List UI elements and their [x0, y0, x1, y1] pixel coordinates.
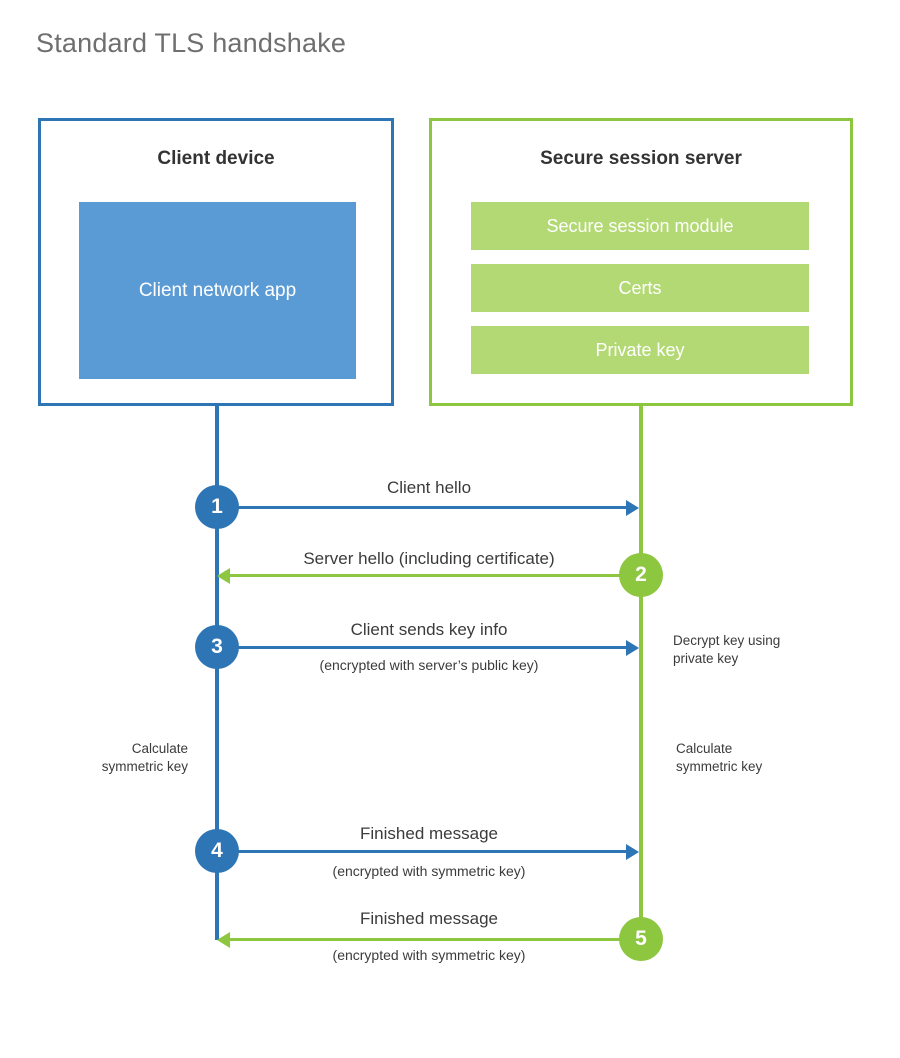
server-decrypt-note: Decrypt key using private key: [673, 632, 843, 668]
step-1-arrow-head: [626, 499, 639, 516]
step-2-bubble: 2: [619, 553, 663, 597]
server-block-private-key: Private key: [471, 326, 809, 374]
server-block-secure-session-module: Secure session module: [471, 202, 809, 250]
step-5-arrow-line: [230, 938, 641, 941]
page-title: Standard TLS handshake: [36, 28, 347, 58]
client-calc-note-line-1: Calculate: [131, 741, 188, 756]
server-block-certs: Certs: [471, 264, 809, 312]
step-2-arrow-line: [230, 574, 641, 577]
step-1-bubble: 1: [195, 485, 239, 529]
step-5-label: Finished message: [360, 909, 498, 928]
step-2-label: Server hello (including certificate): [303, 549, 555, 568]
step-1-arrow-line: [217, 506, 626, 509]
server-component-list: Secure session module Certs Private key: [471, 202, 809, 374]
step-4-sublabel: (encrypted with symmetric key): [332, 863, 526, 879]
client-network-app-block: Client network app: [79, 202, 356, 379]
server-calculate-symmetric-key-note: Calculate symmetric key: [676, 740, 846, 776]
client-lifeline: [215, 406, 219, 940]
step-3-bubble: 3: [195, 625, 239, 669]
client-calculate-symmetric-key-note: Calculate symmetric key: [40, 740, 188, 776]
client-device-title: Client device: [157, 148, 275, 169]
server-calc-note-line-2: symmetric key: [676, 759, 763, 775]
client-device-box: Client device Client network app: [38, 118, 394, 406]
step-4-arrow-head: [626, 843, 639, 860]
step-3-arrow-head: [626, 639, 639, 656]
step-4-arrow-line: [217, 850, 626, 853]
secure-session-server-title: Secure session server: [540, 148, 742, 169]
step-4-label: Finished message: [360, 824, 498, 843]
step-3-arrow-line: [217, 646, 626, 649]
client-calc-note-line-2: symmetric key: [101, 759, 188, 775]
server-lifeline: [639, 406, 643, 940]
step-5-sublabel: (encrypted with symmetric key): [332, 947, 526, 963]
step-4-bubble: 4: [195, 829, 239, 873]
server-calc-note-line-1: Calculate: [676, 741, 733, 756]
step-3-label: Client sends key info: [350, 620, 508, 639]
step-5-bubble: 5: [619, 917, 663, 961]
step-2-arrow-head: [217, 567, 230, 584]
server-decrypt-note-line-1: Decrypt key using: [673, 633, 781, 648]
secure-session-server-box: Secure session server Secure session mod…: [429, 118, 853, 406]
step-5-arrow-head: [217, 931, 230, 948]
server-decrypt-note-line-2: private key: [673, 651, 739, 667]
step-1-label: Client hello: [386, 478, 472, 497]
step-3-sublabel: (encrypted with server’s public key): [319, 657, 539, 673]
